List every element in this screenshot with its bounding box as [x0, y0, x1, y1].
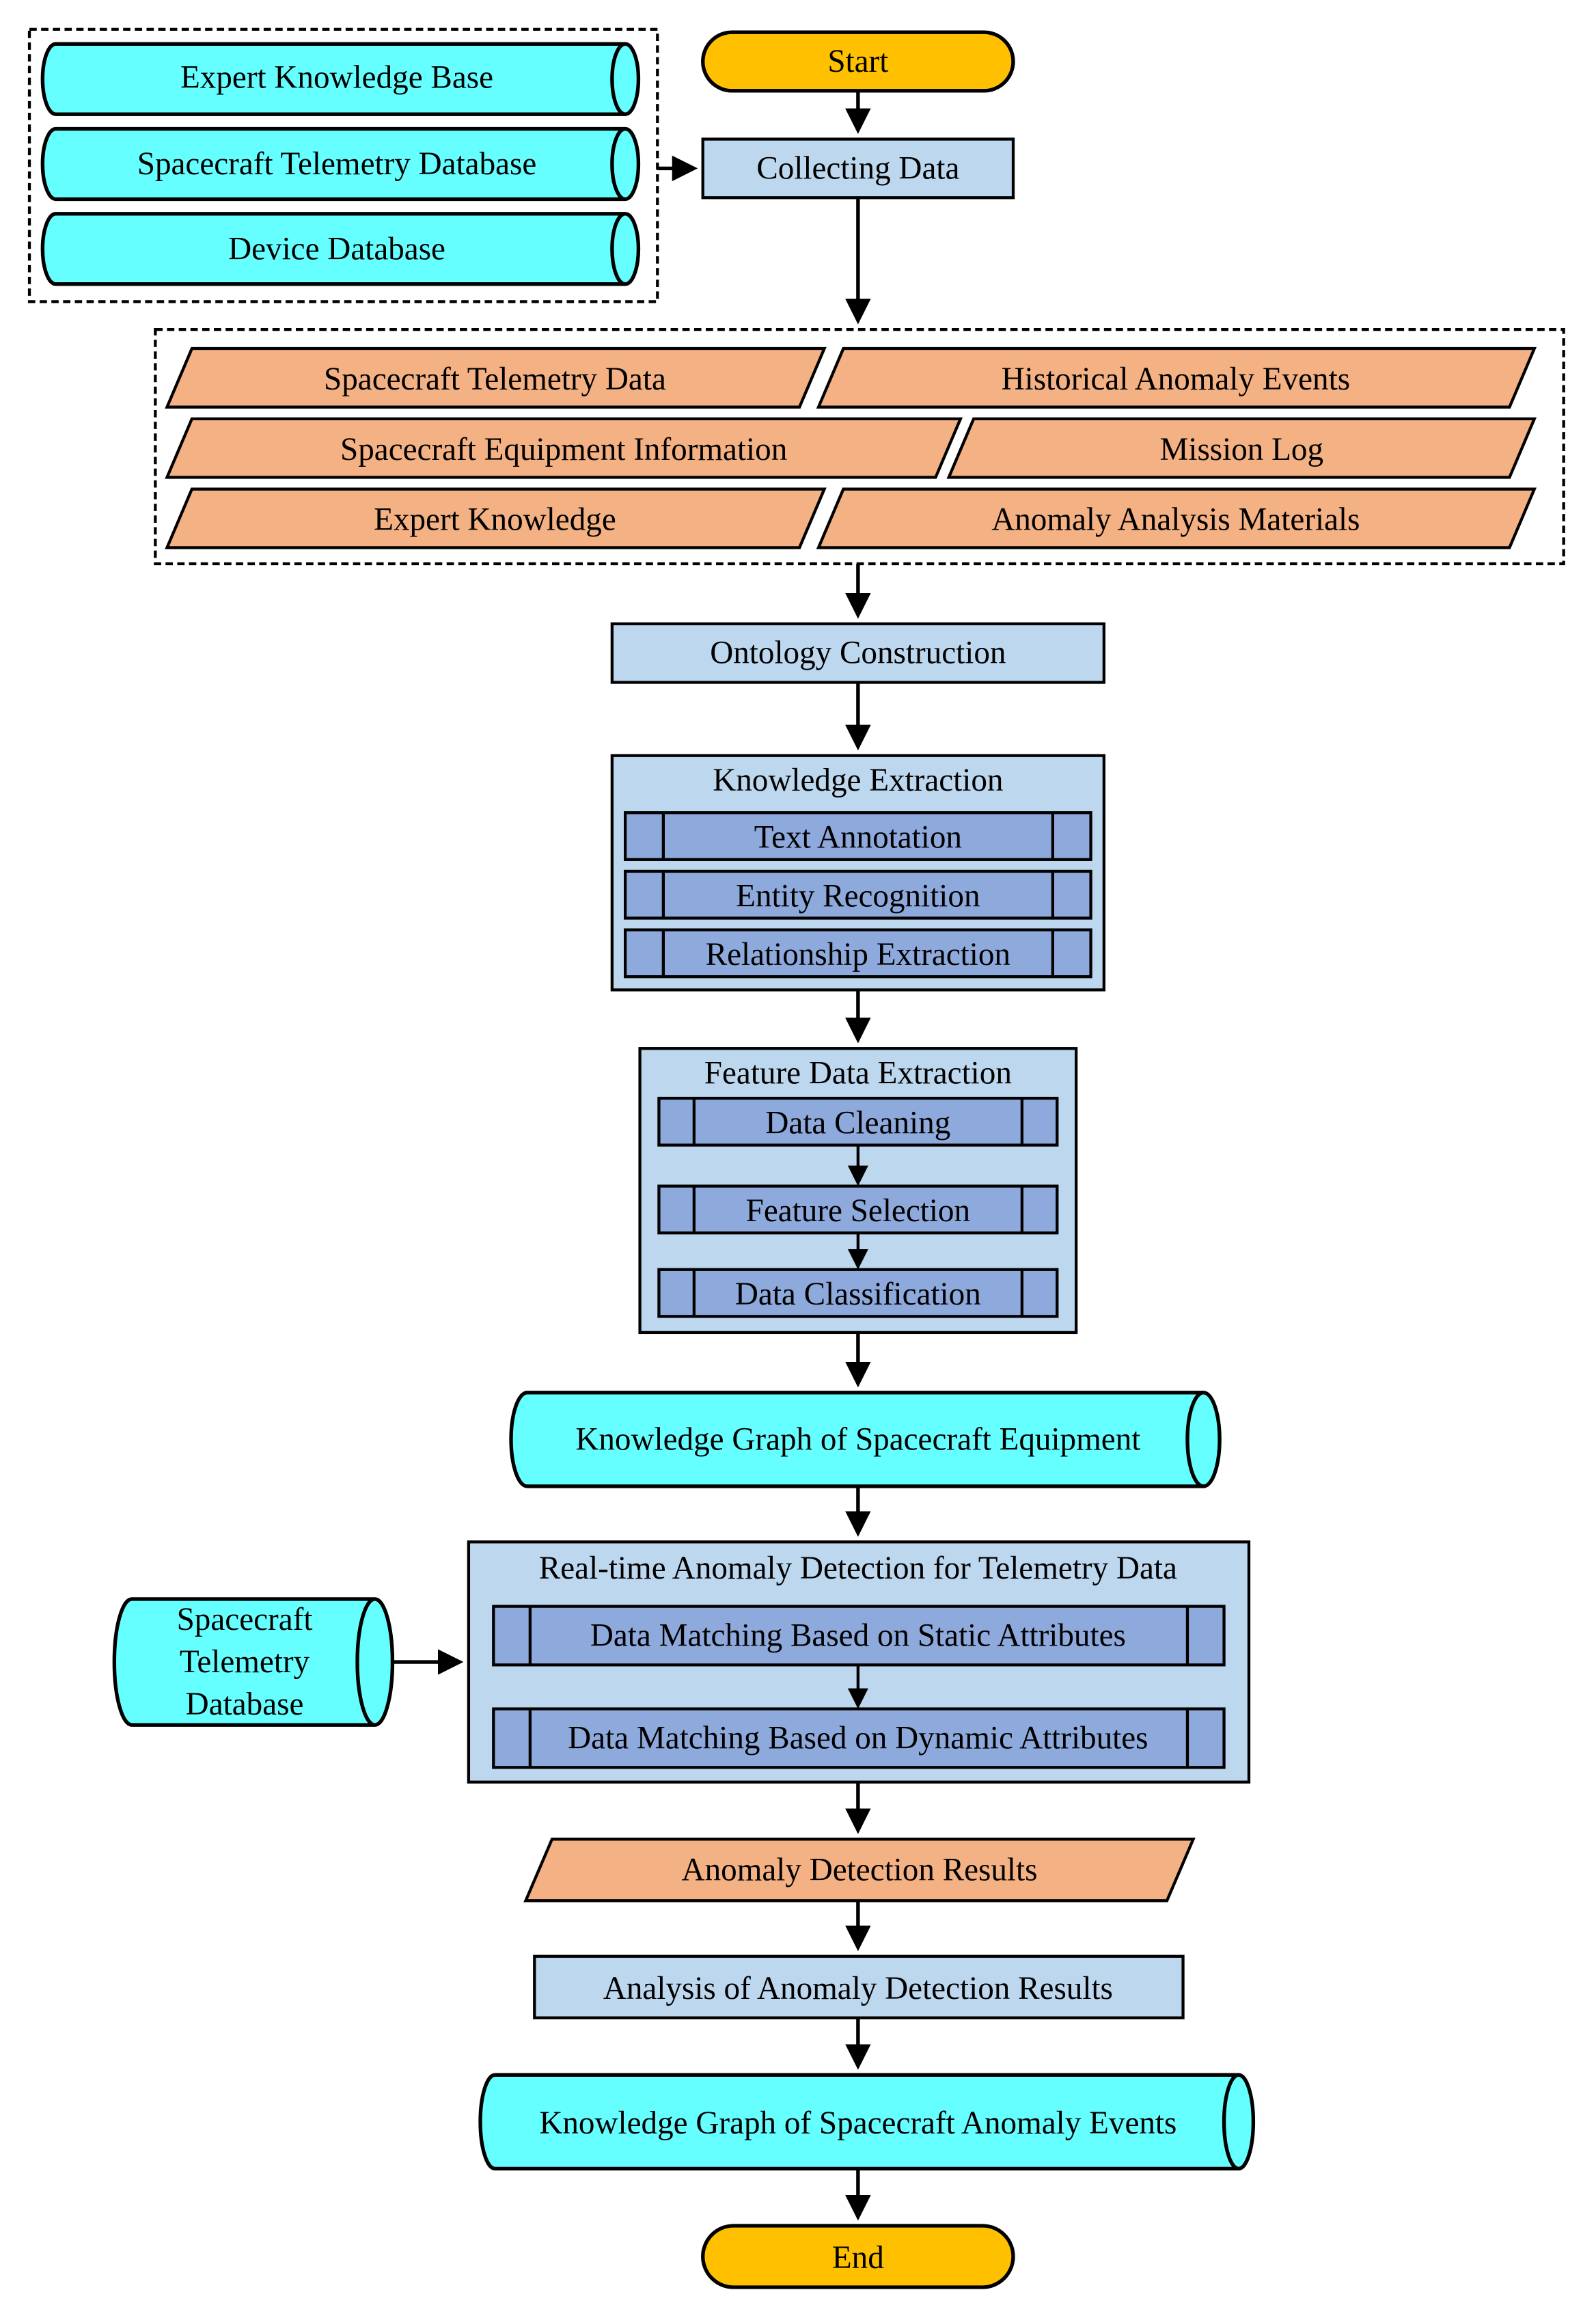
database-label: Device Database: [228, 231, 445, 267]
knowledge-extraction-title: Knowledge Extraction: [713, 763, 1003, 798]
subprocess-entity-recognition: Entity Recognition: [624, 869, 1092, 920]
data-label: Anomaly Detection Results: [682, 1852, 1038, 1887]
data-historical-anomaly-events: Historical Anomaly Events: [816, 346, 1537, 409]
ontology-construction-step: Ontology Construction: [610, 622, 1105, 684]
end-terminal: End: [701, 2224, 1015, 2289]
ontology-construction-label: Ontology Construction: [710, 636, 1006, 671]
subprocess-data-classification: Data Classification: [657, 1268, 1059, 1318]
database-telemetry-input: Spacecraft Telemetry Database: [112, 1597, 395, 1727]
data-mission-log: Mission Log: [946, 417, 1537, 479]
subprocess-data-cleaning: Data Cleaning: [657, 1096, 1059, 1147]
data-label: Historical Anomaly Events: [1002, 362, 1350, 397]
anomaly-detection-title: Real-time Anomaly Detection for Telemetr…: [539, 1551, 1177, 1586]
database-label: Spacecraft Telemetry Database: [137, 146, 537, 182]
database-label: Expert Knowledge Base: [180, 60, 493, 96]
subprocess-label: Data Cleaning: [765, 1106, 950, 1141]
anomaly-detection-block: Real-time Anomaly Detection for Telemetr…: [467, 1540, 1251, 1784]
subprocess-static-attributes: Data Matching Based on Static Attributes: [492, 1605, 1226, 1667]
data-label: Anomaly Analysis Materials: [991, 502, 1360, 538]
data-label: Mission Log: [1159, 432, 1323, 467]
database-expert-knowledge-base: Expert Knowledge Base: [40, 42, 641, 116]
analysis-label: Analysis of Anomaly Detection Results: [603, 1971, 1113, 2006]
feature-data-extraction-block: Feature Data Extraction Data Cleaning Fe…: [638, 1047, 1078, 1335]
database-knowledge-graph-equipment: Knowledge Graph of Spacecraft Equipment: [509, 1391, 1222, 1488]
subprocess-feature-selection: Feature Selection: [657, 1184, 1059, 1235]
data-expert-knowledge: Expert Knowledge: [165, 487, 827, 549]
connectors: [392, 90, 871, 2221]
collecting-data-label: Collecting Data: [756, 150, 959, 186]
data-spacecraft-telemetry-data: Spacecraft Telemetry Data: [165, 346, 827, 409]
subprocess-relationship-extraction: Relationship Extraction: [624, 928, 1092, 979]
data-label: Spacecraft Telemetry Data: [324, 362, 666, 397]
subprocess-label: Text Annotation: [754, 820, 962, 856]
database-label: Knowledge Graph of Spacecraft Anomaly Ev…: [539, 2105, 1177, 2141]
start-label: Start: [827, 44, 888, 79]
analysis-step: Analysis of Anomaly Detection Results: [533, 1954, 1185, 2019]
database-spacecraft-telemetry-database: Spacecraft Telemetry Database: [40, 126, 641, 202]
feature-data-extraction-title: Feature Data Extraction: [704, 1056, 1012, 1091]
database-label-line: Telemetry: [180, 1644, 310, 1680]
database-label: Knowledge Graph of Spacecraft Equipment: [575, 1421, 1140, 1457]
subprocess-label: Feature Selection: [746, 1193, 970, 1229]
subprocess-dynamic-attributes: Data Matching Based on Dynamic Attribute…: [492, 1707, 1226, 1769]
data-spacecraft-equipment-information: Spacecraft Equipment Information: [165, 417, 963, 479]
subprocess-label: Data Classification: [735, 1277, 981, 1312]
data-label: Expert Knowledge: [374, 502, 616, 538]
database-label-line: Database: [186, 1687, 304, 1722]
data-anomaly-detection-results: Anomaly Detection Results: [523, 1838, 1196, 1903]
data-anomaly-analysis-materials: Anomaly Analysis Materials: [816, 487, 1537, 549]
source-databases-group: [27, 27, 659, 303]
subprocess-label: Data Matching Based on Static Attributes: [590, 1618, 1126, 1653]
subprocess-label: Relationship Extraction: [706, 937, 1010, 972]
data-label: Spacecraft Equipment Information: [340, 432, 787, 467]
subprocess-label: Entity Recognition: [736, 878, 980, 914]
database-device-database: Device Database: [40, 212, 641, 286]
subprocess-label: Data Matching Based on Dynamic Attribute…: [568, 1720, 1148, 1756]
start-terminal: Start: [701, 30, 1015, 93]
end-label: End: [832, 2240, 884, 2276]
database-knowledge-graph-anomaly-events: Knowledge Graph of Spacecraft Anomaly Ev…: [478, 2073, 1256, 2171]
knowledge-extraction-block: Knowledge Extraction Text Annotation Ent…: [610, 754, 1105, 992]
subprocess-text-annotation: Text Annotation: [624, 811, 1092, 861]
collecting-data-step: Collecting Data: [701, 137, 1015, 200]
database-label-line: Spacecraft: [177, 1602, 313, 1637]
